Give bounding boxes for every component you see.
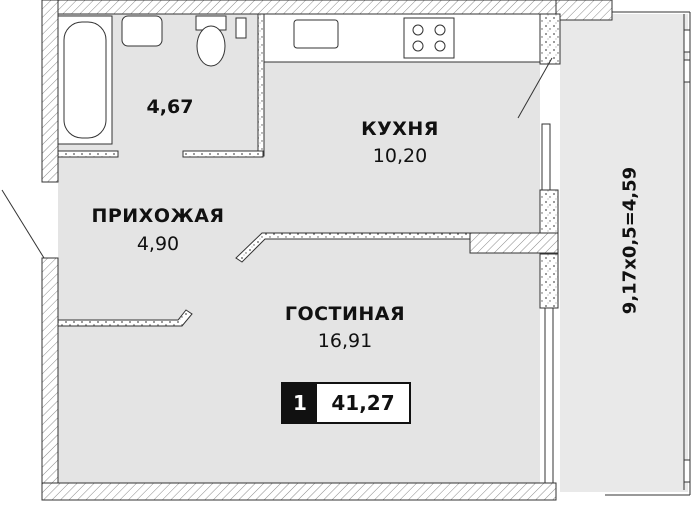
toilet-bowl-icon: [196, 25, 226, 67]
bath-wall-right: [257, 13, 265, 157]
bath-wall-bottom-left: [57, 150, 119, 158]
balcony-floor: [560, 14, 688, 492]
balcony-area: 9,17x0,5=4,59: [619, 166, 641, 315]
window-frame-lower: [544, 307, 554, 484]
window-frame-upper: [541, 123, 551, 191]
living-room-area: 16,91: [317, 330, 373, 352]
left-wall-lower: [41, 257, 59, 501]
living-room-name: ГОСТИНАЯ: [284, 303, 406, 325]
bathroom-fixtures: [57, 15, 247, 145]
burner-icon: [434, 24, 446, 36]
balcony-wall-top: [555, 0, 613, 21]
hall-living-wall: [57, 309, 193, 327]
kitchen-counter: [263, 13, 541, 63]
kitchen-living-wall-hatched: [469, 232, 559, 254]
washbasin-icon: [121, 15, 163, 47]
door-swing: [517, 57, 553, 119]
apartment-summary-badge: 1 41,27: [281, 382, 411, 424]
left-wall-upper: [41, 0, 59, 183]
balcony-outline: [605, 11, 691, 496]
kitchen-column: [539, 13, 561, 65]
kitchen-area: 10,20: [372, 145, 428, 167]
bottom-wall: [41, 482, 557, 501]
living-floor: [58, 239, 540, 483]
entrance-door-icon: [1, 189, 45, 259]
sink-icon: [293, 19, 339, 49]
total-area: 41,27: [331, 391, 395, 415]
burner-icon: [412, 24, 424, 36]
hallway-area: 4,90: [136, 233, 180, 255]
wall-pier-1: [539, 189, 559, 237]
wall-pier-2: [539, 253, 559, 309]
bath-wall-bottom-right: [182, 150, 264, 158]
room-count: 1: [283, 384, 317, 422]
balcony-partition: [517, 57, 559, 484]
bathroom-area: 4,67: [146, 96, 194, 118]
interior-walls: [57, 13, 559, 327]
burner-icon: [434, 40, 446, 52]
toilet-bracket-icon: [235, 17, 247, 39]
stove-icon: [403, 17, 455, 59]
kitchen-name: КУХНЯ: [361, 118, 439, 140]
burner-icon: [412, 40, 424, 52]
top-wall: [41, 0, 603, 15]
bathtub-inner-icon: [63, 21, 107, 139]
hallway-name: ПРИХОЖАЯ: [91, 205, 225, 227]
